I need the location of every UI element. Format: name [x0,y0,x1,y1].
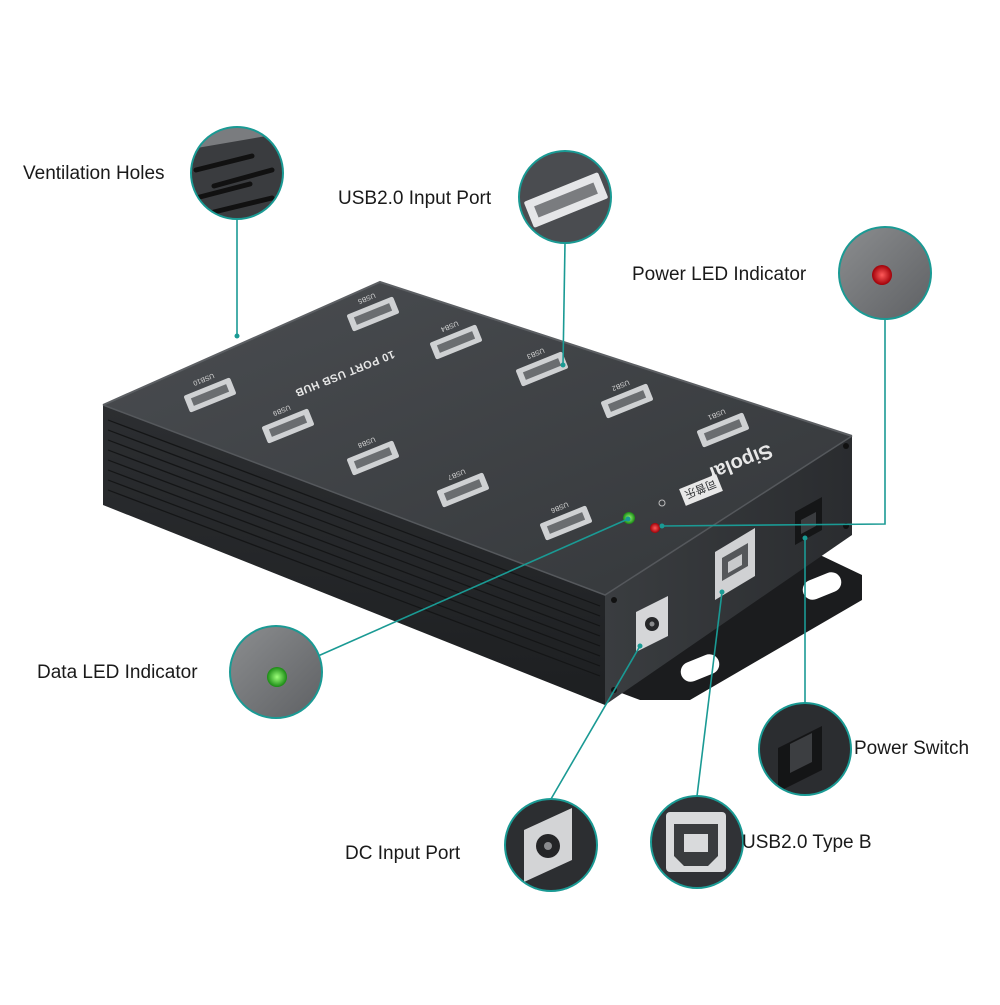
callout-usb-type-b: USB2.0 Type B [742,832,872,853]
callout-power-led: Power LED Indicator [632,264,807,285]
ventilation-grooves [107,419,601,677]
callout-usb-input-port: USB2.0 Input Port [338,188,492,209]
zoom-usb-input [518,150,612,244]
callout-lines [236,219,886,800]
mounting-bracket [600,555,862,700]
zoom-dc-input [504,798,598,892]
callout-ventilation-holes: Ventilation Holes [23,163,165,184]
usb-type-b-port [715,528,755,600]
callout-anchor-dots [234,333,808,649]
callout-data-led: Data LED Indicator [37,662,198,683]
callout-power-switch: Power Switch [854,738,970,759]
power-switch [795,497,822,545]
registered-mark [658,499,666,507]
zoom-power-led [838,226,932,320]
zoom-data-led [229,625,323,719]
brand-cn-badge: 司普乐 [679,474,723,506]
zoom-type-b [650,795,744,889]
dc-input-port [636,596,668,652]
zoom-power-switch [758,702,852,796]
zoom-ventilation [190,126,284,220]
callout-dc-input-port: DC Input Port [345,843,461,864]
power-led [650,523,660,533]
